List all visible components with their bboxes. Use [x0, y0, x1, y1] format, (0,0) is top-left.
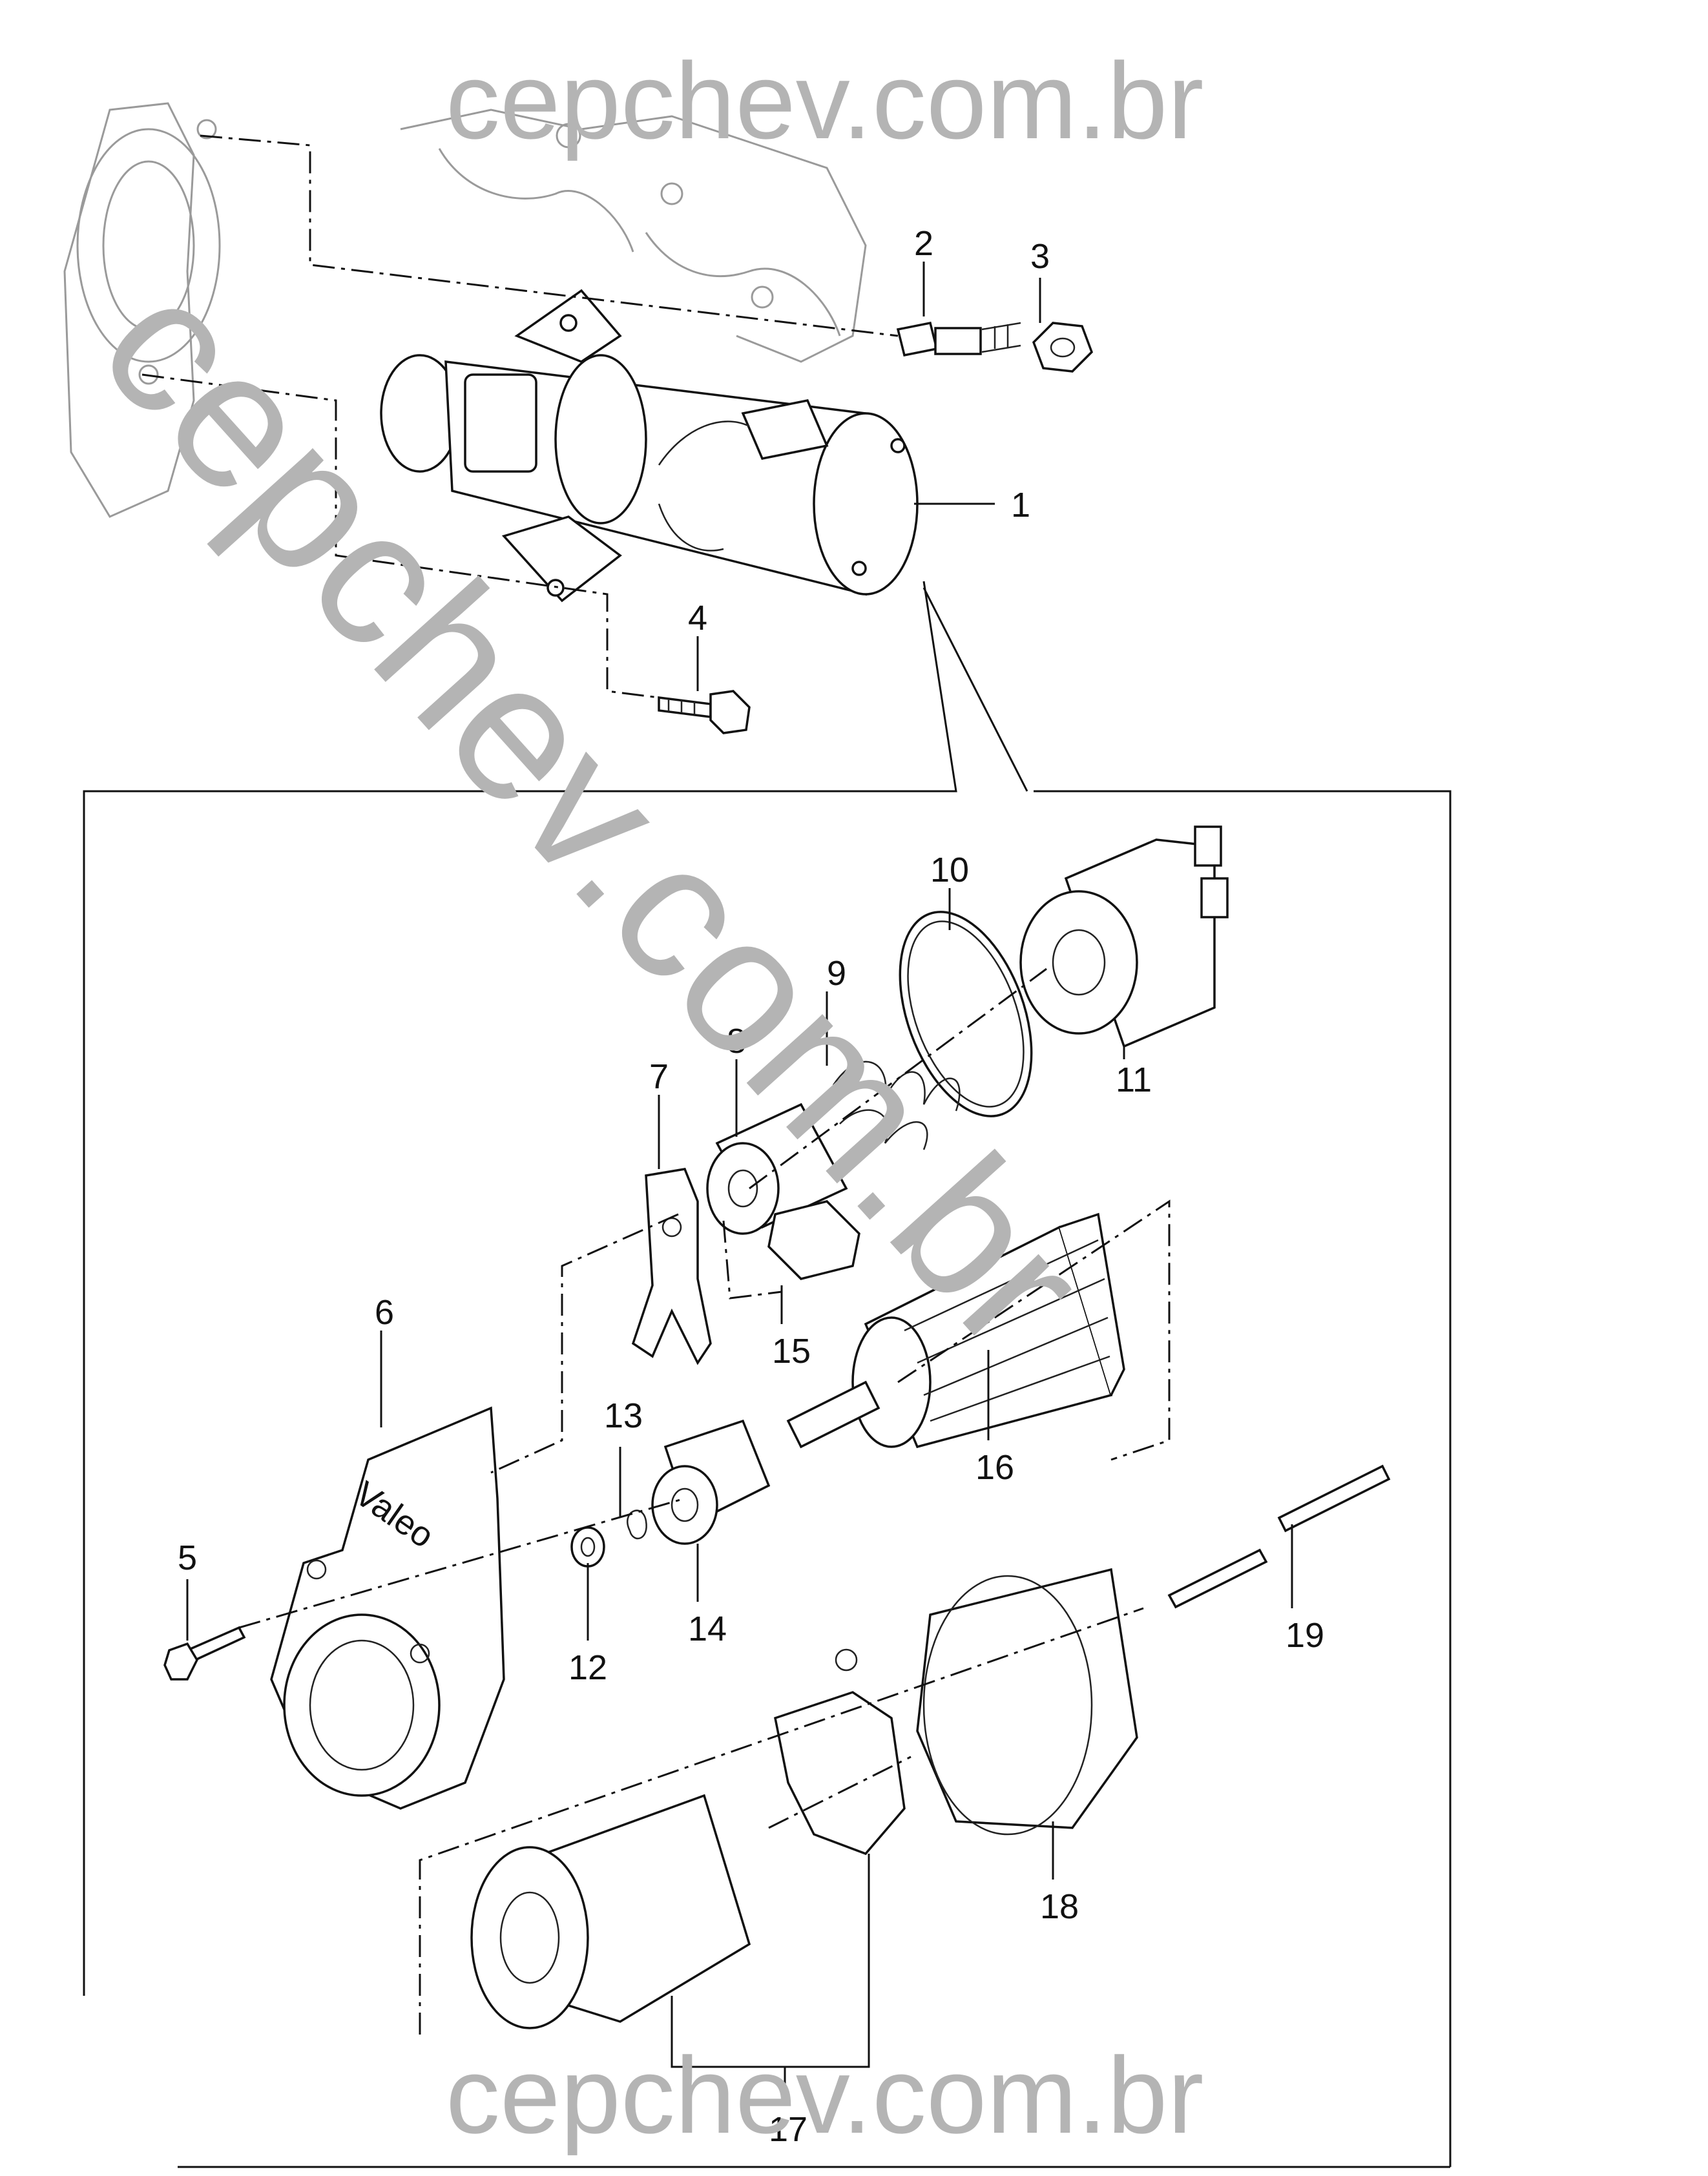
- callout-13: 13: [604, 1396, 643, 1435]
- circlip-part-13: [627, 1509, 647, 1540]
- callout-8: 8: [727, 1022, 746, 1061]
- stud-part-2: [896, 321, 1021, 357]
- drive-end-housing-part-6: Valeo: [270, 1406, 505, 1810]
- field-coil-brush-holder-part-17: [470, 1648, 906, 2029]
- plunger-part-8: [706, 1103, 848, 1235]
- callout-1: 1: [1011, 486, 1030, 524]
- solenoid-part-11: [1019, 825, 1229, 1048]
- callout-16: 16: [975, 1448, 1014, 1487]
- nut-part-3: [1032, 322, 1094, 373]
- callout-14: 14: [688, 1610, 727, 1648]
- callout-9: 9: [827, 954, 846, 993]
- yoke-part-18: [916, 1568, 1138, 1836]
- spring-part-9: [832, 1061, 961, 1150]
- callout-12: 12: [568, 1648, 607, 1687]
- callout-numbers: 1 2 3 4 5 6 7 8 9 10 11 12 13 14 15 16 1…: [178, 224, 1324, 2149]
- clip-part-15: [767, 1200, 860, 1280]
- screw-part-5: [163, 1626, 246, 1681]
- callout-7: 7: [649, 1057, 669, 1096]
- callout-18: 18: [1040, 1887, 1079, 1926]
- callout-10: 10: [930, 851, 969, 889]
- bolt-part-4: [658, 690, 751, 734]
- assembly-lines: [141, 134, 1171, 2035]
- callout-19: 19: [1286, 1616, 1324, 1655]
- o-ring-part-10: [899, 911, 1033, 1117]
- callout-3: 3: [1030, 237, 1050, 276]
- callout-6: 6: [375, 1293, 394, 1332]
- callout-5: 5: [178, 1539, 197, 1577]
- callout-17: 17: [769, 2110, 807, 2149]
- callout-2: 2: [914, 224, 933, 263]
- engine-block-outline: [63, 102, 867, 518]
- watermark-top: cepchev.com.br: [446, 40, 1204, 161]
- through-bolts-part-19: [1167, 1464, 1391, 1609]
- callout-11: 11: [1116, 1061, 1152, 1099]
- inset-frame: [83, 581, 1452, 2168]
- washer-part-12: [570, 1526, 605, 1568]
- callout-15: 15: [772, 1332, 811, 1371]
- starter-motor-assembly: [380, 289, 919, 603]
- fork-lever-part-7: [631, 1168, 712, 1365]
- pinion-gear-part-14: [651, 1419, 771, 1545]
- callout-4: 4: [688, 599, 707, 637]
- watermark-bottom: cepchev.com.br: [446, 2035, 1204, 2156]
- leader-lines: [186, 262, 1293, 2099]
- armature-part-16: [786, 1212, 1125, 1449]
